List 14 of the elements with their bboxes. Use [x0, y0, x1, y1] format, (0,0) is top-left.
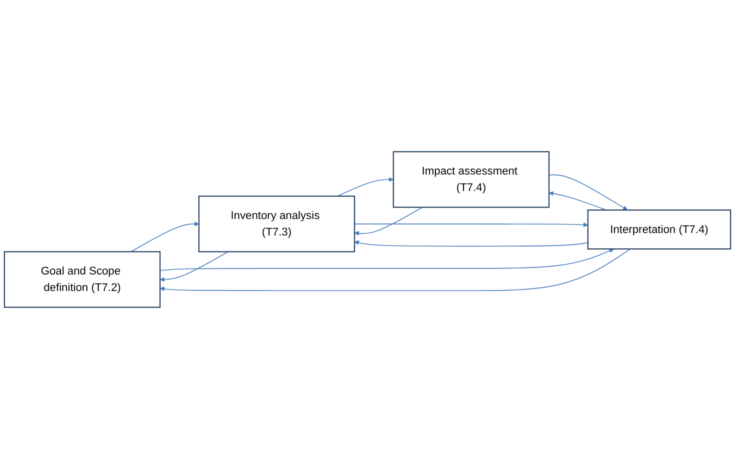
- arrow: [354, 240, 588, 247]
- arrow: [160, 248, 614, 272]
- arrow: [337, 177, 394, 197]
- node-box: Impact assessment (T7.4): [392, 151, 550, 208]
- arrow: [160, 251, 229, 282]
- arrow: [548, 174, 628, 210]
- node-box: Inventory analysis (T7.3): [198, 196, 356, 252]
- arrow: [160, 248, 631, 292]
- arrow: [354, 222, 588, 228]
- arrow: [130, 222, 200, 252]
- arrow: [548, 191, 607, 210]
- node-box: Goal and Scope definition (T7.2): [4, 251, 161, 308]
- arrow: [354, 206, 423, 236]
- node-box: Interpretation (T7.4): [587, 210, 732, 250]
